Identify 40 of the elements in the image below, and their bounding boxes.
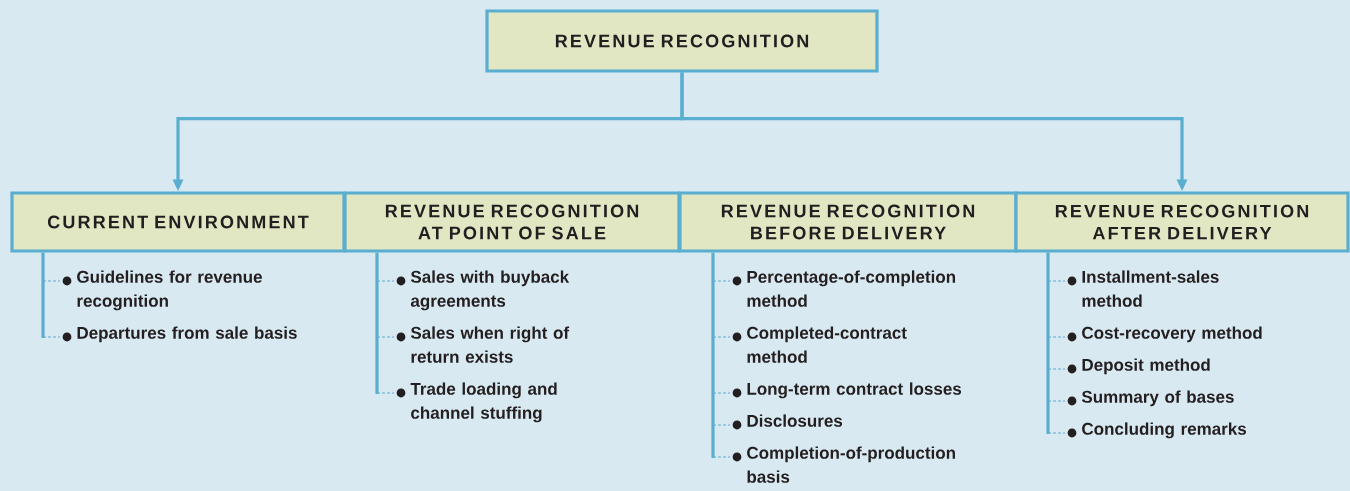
bullet-item: Completed-contract method <box>732 326 907 363</box>
tree-connector <box>712 392 731 394</box>
bullet-item: Departures from sale basis <box>62 326 297 343</box>
bullet-item: Concluding remarks <box>1067 422 1246 439</box>
tree-connector <box>712 280 731 282</box>
bullet-item: Sales with buyback agreements <box>396 270 570 311</box>
bullet-item: Long-term contract losses <box>732 382 962 399</box>
tree-connector <box>376 280 395 282</box>
tree-connector <box>1046 252 1050 434</box>
bullet-item: Sales when right of return exists <box>396 326 570 363</box>
bullet-item: Completion-of-production basis <box>732 446 955 483</box>
category-box: REVENUE RECOGNITION BEFORE DELIVERY <box>678 191 1018 253</box>
tree-connector <box>711 252 715 458</box>
tree-connector <box>1047 368 1066 370</box>
category-box: REVENUE RECOGNITION AT POINT OF SALE <box>343 191 681 253</box>
bullet-item: Trade loading and channel stuffing <box>396 382 557 423</box>
bullet-item: Summary of bases <box>1067 390 1234 407</box>
tree-connector <box>42 336 61 338</box>
category-box: REVENUE RECOGNITION AFTER DELIVERY <box>1014 191 1350 253</box>
tree-connector <box>376 392 395 394</box>
tree-connector <box>712 456 731 458</box>
tree-connector <box>1047 280 1066 282</box>
category-box: CURRENT ENVIRONMENT <box>10 191 346 253</box>
title-box: REVENUE RECOGNITION <box>485 9 879 73</box>
bullet-item: Cost-recovery method <box>1067 326 1262 343</box>
tree-connector <box>712 336 731 338</box>
bullet-item: Installment-sales method <box>1067 270 1219 307</box>
node-label: Disclosures <box>747 414 843 427</box>
tree-connector <box>42 280 61 282</box>
tree-connector <box>712 424 731 426</box>
bullet-item: Deposit method <box>1067 358 1210 375</box>
bullet-item: Percentage-of-completion method <box>732 270 955 307</box>
bullet-item: Guidelines for revenue recognition <box>62 270 262 311</box>
bullet-item: Disclosures <box>732 414 843 430</box>
tree-connector <box>41 252 45 338</box>
tree-connector <box>376 336 395 338</box>
tree-connector <box>1047 432 1066 434</box>
tree-connector <box>1047 400 1066 402</box>
tree-connector <box>375 252 379 394</box>
tree-connector <box>1047 336 1066 338</box>
